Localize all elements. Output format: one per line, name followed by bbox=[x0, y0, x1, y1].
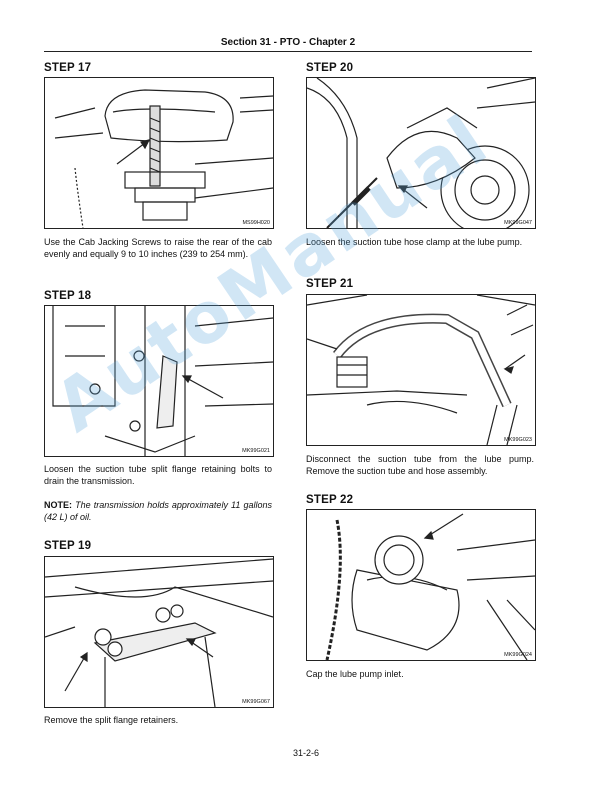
step-21-figure: MK99G023 bbox=[306, 294, 536, 446]
step-22-caption: Cap the lube pump inlet. bbox=[306, 669, 404, 679]
step-22-figure: MK99G024 bbox=[306, 509, 536, 661]
suction-tube-removal-illustration bbox=[307, 295, 535, 445]
page-header-title: Section 31 - PTO - Chapter 2 bbox=[220, 37, 356, 48]
step-18-note: NOTE: The transmission holds approximate… bbox=[44, 499, 272, 523]
step-21-title: STEP 21 bbox=[306, 278, 354, 290]
split-flange-retainers-illustration bbox=[45, 558, 273, 707]
step-21-figure-code: MK99G023 bbox=[504, 437, 532, 443]
step-18-title: STEP 18 bbox=[44, 290, 92, 302]
page-number: 31-2-6 bbox=[292, 748, 319, 758]
note-body: The transmission holds approximately 11 … bbox=[44, 500, 272, 522]
step-20-caption: Loosen the suction tube hose clamp at th… bbox=[306, 237, 523, 247]
step-20-figure-code: MK99G047 bbox=[504, 220, 532, 226]
step-17-title: STEP 17 bbox=[44, 62, 92, 74]
suction-tube-hose-clamp-illustration bbox=[307, 78, 535, 228]
note-label: NOTE: bbox=[44, 500, 72, 510]
step-22-title: STEP 22 bbox=[306, 494, 354, 506]
step-19-figure: MK99G067 bbox=[44, 556, 274, 708]
step-20-title: STEP 20 bbox=[306, 62, 354, 74]
split-flange-bolts-illustration bbox=[52, 306, 273, 456]
step-21-caption: Disconnect the suction tube from the lub… bbox=[306, 454, 534, 476]
step-19-figure-code: MK99G067 bbox=[242, 699, 270, 705]
step-17-figure: MS99H020 bbox=[44, 77, 274, 229]
step-19-title: STEP 19 bbox=[44, 540, 92, 552]
step-22-figure-code: MK99G024 bbox=[504, 652, 532, 658]
step-17-figure-code: MS99H020 bbox=[242, 220, 270, 226]
step-20-figure: MK99G047 bbox=[306, 77, 536, 229]
lube-pump-inlet-cap-illustration bbox=[325, 513, 535, 660]
step-18-figure: MK99G021 bbox=[44, 305, 274, 457]
step-19-caption: Remove the split flange retainers. bbox=[44, 715, 179, 725]
step-18-figure-code: MK99G021 bbox=[242, 448, 270, 454]
cab-jacking-screw-illustration bbox=[54, 89, 273, 228]
header-divider bbox=[44, 51, 532, 52]
step-17-caption: Use the Cab Jacking Screws to raise the … bbox=[44, 237, 272, 259]
step-18-caption: Loosen the suction tube split flange ret… bbox=[44, 464, 272, 486]
